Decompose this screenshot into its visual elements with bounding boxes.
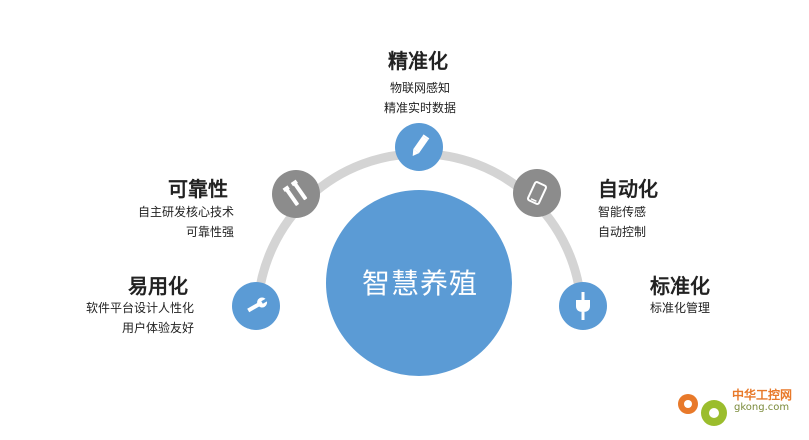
watermark-domain: gkong.com [734,402,790,413]
node-automation-desc: 智能传感 自动控制 [598,202,646,242]
node-standard-desc: 标准化管理 [650,298,710,318]
center-circle [326,190,512,376]
watermark: 中华工控网 gkong.com [672,382,802,432]
tools-icon [282,179,308,206]
pen-icon [412,134,430,157]
gear-icon [678,394,727,426]
node-precision-desc: 物联网感知 精准实时数据 [375,78,465,118]
node-automation-line: 自动控制 [598,225,647,239]
node-reliability-line: 自主研发核心技术 [137,205,234,219]
node-usability-title: 易用化 [128,274,188,298]
wrench-icon [247,297,269,313]
node-usability-line: 软件平台设计人性化 [85,301,194,315]
plug-icon [576,292,590,320]
node-precision-line: 精准实时数据 [383,101,456,115]
node-reliability-line: 可靠性强 [185,225,234,239]
node-usability-desc: 软件平台设计人性化 用户体验友好 [60,298,194,338]
node-standard-title: 标准化 [650,274,710,298]
node-precision-line: 物联网感知 [389,81,450,95]
node-usability-line: 用户体验友好 [121,321,194,335]
node-reliability [272,170,320,218]
node-precision [395,123,443,171]
node-automation [513,169,561,217]
node-reliability-title: 可靠性 [168,177,228,201]
node-standard [559,282,607,330]
node-reliability-desc: 自主研发核心技术 可靠性强 [120,202,234,242]
node-automation-title: 自动化 [598,177,658,201]
node-precision-title: 精准化 [388,49,448,73]
node-automation-line: 智能传感 [598,205,647,219]
node-standard-line: 标准化管理 [650,301,711,315]
node-usability [232,282,280,330]
center-label: 智慧养殖 [361,267,478,300]
phone-icon [526,181,548,205]
watermark-name: 中华工控网 [732,388,793,402]
